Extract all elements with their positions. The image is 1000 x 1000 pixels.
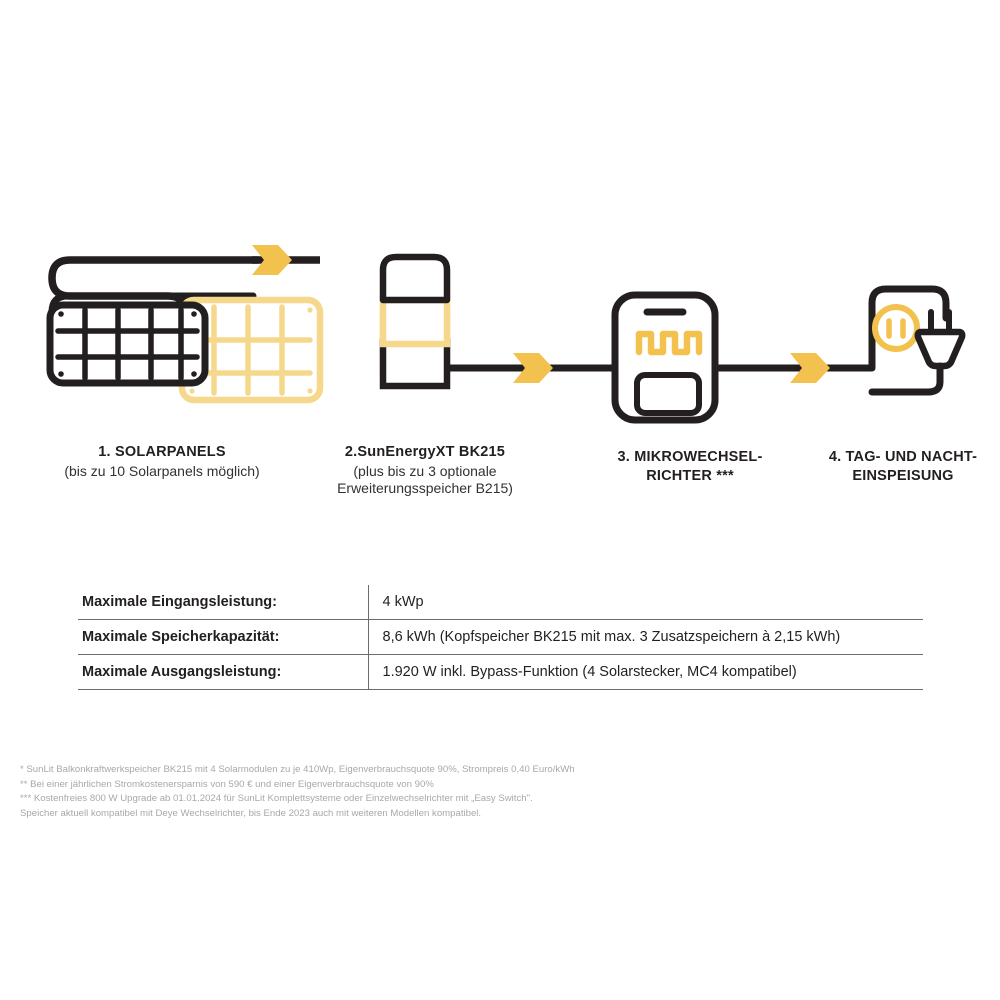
table-row: Maximale Speicherkapazität: 8,6 kWh (Kop… <box>78 619 923 655</box>
step-label-einspeisung: 4. TAG- UND NACHT- EINSPEISUNG <box>798 448 1000 486</box>
step-title-3: 3. MIKROWECHSEL- RICHTER *** <box>617 449 763 484</box>
inverter-icon <box>611 291 719 424</box>
spec-key-eingangsleistung: Maximale Eingangsleistung: <box>78 585 368 620</box>
step-subtitle-1: (bis zu 10 Solarpanels möglich) <box>64 462 260 479</box>
solar-panel-secondary <box>178 296 324 404</box>
spec-value-eingangsleistung: 4 kWp <box>367 585 923 620</box>
specifications-table: Maximale Eingangsleistung: 4 kWp Maximal… <box>78 585 923 690</box>
step-title-2: 2.SunEnergyXT BK215 <box>344 444 506 460</box>
table-row: Maximale Eingangsleistung: 4 kWp <box>78 585 923 620</box>
flow-arrow-3 <box>713 353 872 383</box>
solar-panel-primary <box>46 301 209 387</box>
footnote-3: *** Kostenfreies 800 W Upgrade ab 01.01.… <box>20 793 533 805</box>
step-title-4: 4. TAG- UND NACHT- EINSPEISUNG <box>828 449 978 484</box>
spec-key-ausgangsleistung: Maximale Ausgangsleistung: <box>78 654 368 690</box>
battery-stack-icon <box>379 253 451 390</box>
step-title-1: 1. SOLARPANELS <box>98 444 226 460</box>
flow-arrow-2 <box>447 353 618 383</box>
spec-key-speicherkapazitaet: Maximale Speicherkapazität: <box>78 619 368 655</box>
table-row: Maximale Ausgangsleistung: 1.920 W inkl.… <box>78 654 923 690</box>
solar-panel-icon <box>46 296 324 404</box>
step-subtitle-2: (plus bis zu 3 optionale Erweiterungsspe… <box>337 462 513 497</box>
step-label-speicher: 2.SunEnergyXT BK215 (plus bis zu 3 optio… <box>300 443 550 498</box>
footnotes-block: * SunLit Balkonkraftwerkspeicher BK215 m… <box>20 763 960 821</box>
socket-plug-icon <box>868 285 966 396</box>
footnote-2: ** Bei einer jährlichen Stromkostenerspa… <box>20 778 434 790</box>
system-flow-diagram <box>0 200 1000 520</box>
spec-value-ausgangsleistung: 1.920 W inkl. Bypass-Funktion (4 Solarst… <box>367 654 923 690</box>
flow-arrow-1 <box>252 245 320 275</box>
footnote-1: * SunLit Balkonkraftwerkspeicher BK215 m… <box>20 764 575 775</box>
spec-value-speicherkapazitaet: 8,6 kWh (Kopfspeicher BK215 mit max. 3 Z… <box>367 619 923 655</box>
step-label-solarpanels: 1. SOLARPANELS (bis zu 10 Solarpanels mö… <box>22 443 302 480</box>
footnote-3-continuation: Speicher aktuell kompatibel mit Deye Wec… <box>20 807 482 819</box>
step-label-mikrowechselrichter: 3. MIKROWECHSEL- RICHTER *** <box>580 448 800 486</box>
